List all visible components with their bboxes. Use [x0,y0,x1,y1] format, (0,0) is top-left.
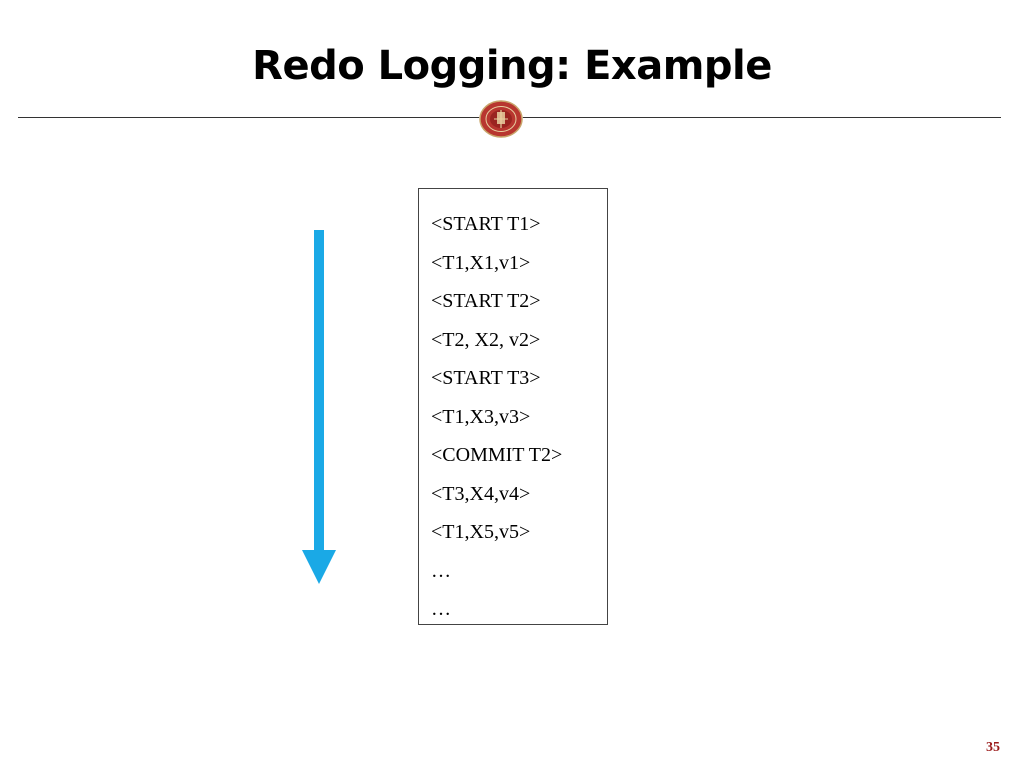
down-arrow-icon [302,230,336,584]
log-entry: <T1,X5,v5> [431,521,531,543]
log-entry: <T3,X4,v4> [431,482,531,505]
log-entry: <START T3> [431,367,541,389]
page-number: 35 [986,740,1000,755]
log-entry: <T1,X1,v1> [431,251,531,274]
university-seal-icon [479,100,523,138]
slide-title: Redo Logging: Example [252,43,772,89]
log-entry: <T2, X2, v2> [431,328,541,351]
log-entry: <START T1> [431,213,541,235]
log-entry: <START T2> [431,290,541,312]
log-box: <START T1> <T1,X1,v1> <START T2> <T2, X2… [418,188,608,625]
log-entry: … [431,598,451,620]
log-entry: … [431,559,451,582]
log-entry: <T1,X3,v3> [431,405,531,428]
log-entry: <COMMIT T2> [431,444,563,466]
